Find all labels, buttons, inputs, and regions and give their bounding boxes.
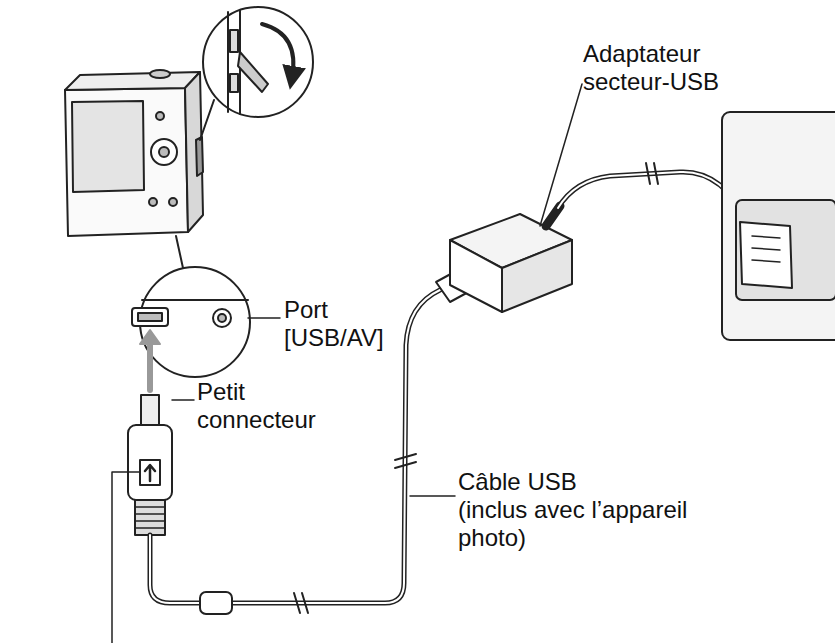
cable-break	[294, 593, 308, 613]
open-cover	[238, 52, 268, 92]
camera-jack	[213, 309, 231, 327]
camera-button	[156, 112, 164, 120]
usb-cable	[150, 290, 440, 603]
label-box: Câble USB (inclus avec l’appareil photo)	[458, 468, 720, 552]
power-cord	[558, 172, 748, 222]
camera-button	[149, 198, 157, 206]
label-box: Adaptateur secteur-USB	[583, 40, 753, 96]
label-box: Port [USB/AV]	[284, 296, 404, 352]
leader-line	[410, 495, 455, 497]
insert-arrow	[147, 340, 153, 390]
adapter-side	[502, 240, 572, 312]
camera-edge	[227, 12, 229, 112]
ok-button	[159, 147, 169, 157]
part-label: Petit connecteur	[197, 378, 316, 433]
line-spacer	[600, 468, 720, 496]
insert-arrow-head	[140, 330, 160, 344]
zoom-leader	[176, 236, 183, 268]
usb-av-port	[132, 308, 168, 326]
cable-break	[395, 454, 416, 468]
outlet-face	[736, 200, 835, 300]
leader-line	[112, 472, 140, 643]
leader-line	[172, 399, 194, 401]
camera-button	[169, 198, 177, 206]
usb-cable-core	[150, 290, 440, 603]
camera-body	[65, 88, 188, 236]
port-cover	[196, 137, 203, 176]
camera-top	[65, 72, 200, 90]
zoom-circle	[203, 7, 313, 117]
part-label: Adaptateur secteur-USB	[583, 40, 719, 95]
camera-screen	[72, 101, 144, 192]
camera-jack	[218, 314, 226, 322]
ferrite-core	[200, 592, 232, 614]
control-dial	[151, 139, 177, 165]
plug-grip	[752, 236, 780, 262]
part-label: Port [USB/AV]	[284, 296, 384, 351]
shutter-button	[150, 70, 170, 78]
port-opening	[230, 30, 238, 52]
leader-line	[248, 317, 280, 319]
port-opening	[230, 74, 238, 92]
port-inner	[138, 313, 162, 321]
camera-side	[185, 72, 203, 232]
strain-relief	[135, 500, 165, 535]
wall-plate	[722, 112, 835, 340]
strain-relief-ridges	[135, 507, 165, 528]
connector-body	[128, 425, 172, 500]
open-arrow	[262, 24, 293, 78]
cable-break	[646, 163, 658, 184]
connector-tip	[141, 395, 159, 425]
adapter-front	[450, 240, 502, 312]
label-box: Petit connecteur	[197, 378, 337, 434]
zoom-leader	[200, 100, 214, 140]
arrow-mark	[140, 460, 160, 485]
part-label: Câble USB (inclus avec l’appareil photo)	[458, 468, 687, 551]
camera-edge	[142, 299, 248, 301]
arrow-mark-symbol	[145, 465, 155, 481]
power-cord-core	[558, 172, 748, 222]
wall-plug	[740, 222, 792, 288]
